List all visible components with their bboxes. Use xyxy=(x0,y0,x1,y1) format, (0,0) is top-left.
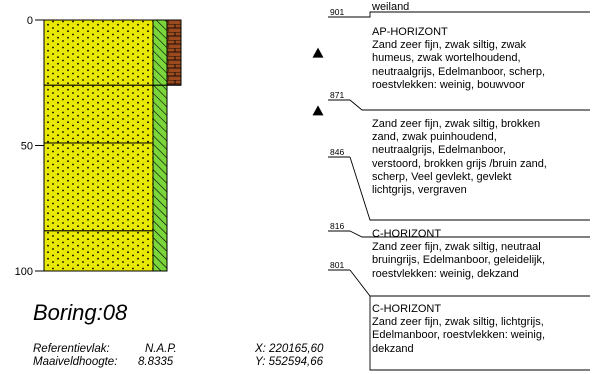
description-line: Zand zeer fijn, zwak siltig, lichtgrijs, xyxy=(372,316,544,329)
description-line: bruingrijs, Edelmanboor, geleidelijk, xyxy=(372,254,546,267)
hatch-column xyxy=(152,84,168,272)
x-coordinate: X: 220165,60 xyxy=(255,343,324,355)
soil-layer xyxy=(43,84,154,144)
leader-line xyxy=(349,230,590,238)
description-line: neutraalgrijs, Edelmanboor, scherp, xyxy=(372,65,546,78)
y-coordinate: Y: 552594,66 xyxy=(255,356,323,368)
level-label: 871 xyxy=(330,90,344,100)
description-line: C-HORIZONT xyxy=(372,228,442,240)
hatch-column xyxy=(152,19,168,86)
level-label: 801 xyxy=(330,260,344,270)
description-line: AP-HORIZONT xyxy=(372,26,448,38)
surface-height-value: 8.8335 xyxy=(138,356,174,368)
marker-triangle-icon xyxy=(312,105,324,116)
description-line: zand, zwak puinhoudend, xyxy=(372,131,497,144)
description-line: verstoord, brokken grijs /bruin zand, xyxy=(372,157,547,170)
depth-tick-label: 100 xyxy=(15,266,33,278)
reference-label: Referentievlak: xyxy=(33,343,110,355)
level-label: 901 xyxy=(330,7,344,17)
description-line: humeus, zwak wortelhoudend, xyxy=(372,52,521,65)
leader-line xyxy=(349,156,590,221)
level-label: 846 xyxy=(330,147,344,157)
description-line: C-HORIZONT xyxy=(372,303,442,315)
boring-title: Boring:08 xyxy=(33,300,128,325)
marker-triangle-icon xyxy=(312,47,324,58)
reference-value: N.A.P. xyxy=(145,343,177,355)
layer-description: weiland xyxy=(372,1,590,14)
description-line: scherp, Veel gevlekt, gevlekt xyxy=(372,170,512,183)
surface-height-label: Maaiveldhoogte: xyxy=(33,356,118,368)
level-label: 816 xyxy=(330,221,344,231)
description-line: roestvlekken: weinig, dekzand xyxy=(372,267,519,280)
depth-tick-label: 50 xyxy=(21,141,33,153)
leader-line xyxy=(349,99,590,111)
leader-line xyxy=(369,296,590,371)
description-line: Zand zeer fijn, zwak siltig, brokken xyxy=(372,118,541,130)
depth-tick-label: 0 xyxy=(27,15,33,27)
description-line: lichtgrijs, vergraven xyxy=(372,184,467,197)
brick-column xyxy=(166,19,182,86)
leader-line xyxy=(350,11,590,18)
description-line: weiland xyxy=(372,1,410,13)
description-line: Zand zeer fijn, zwak siltig, neutraal xyxy=(372,241,541,254)
description-line: Zand zeer fijn, zwak siltig, zwak xyxy=(372,39,527,52)
description-line: neutraalgrijs, Edelmanboor, xyxy=(372,144,506,157)
description-line: roestvlekken: weinig, bouwvoor xyxy=(372,78,525,91)
soil-layer xyxy=(43,142,154,232)
soil-layer xyxy=(43,230,154,272)
description-line: dekzand xyxy=(372,342,414,355)
soil-layer xyxy=(43,19,154,86)
description-line: Edelmanboor, roestvlekken: weinig, xyxy=(372,329,546,342)
